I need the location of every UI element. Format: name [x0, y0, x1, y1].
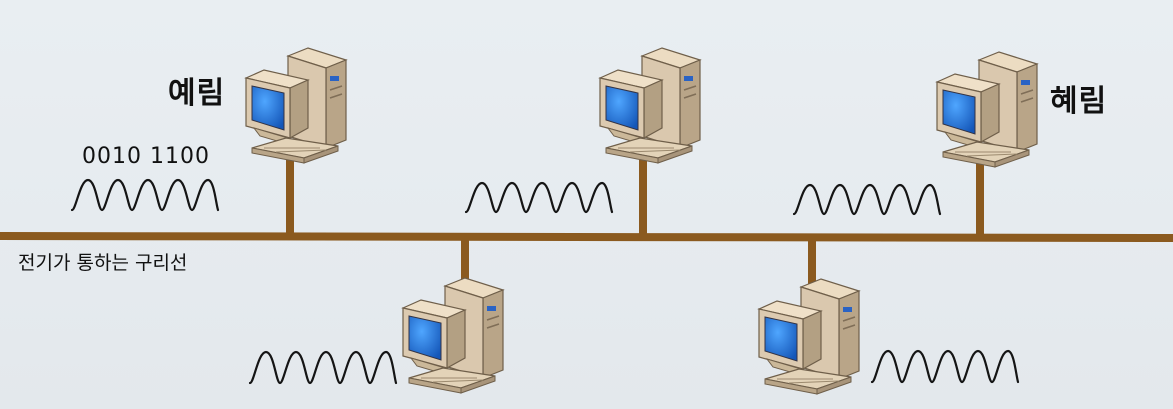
wire-caption: 전기가 통하는 구리선 — [18, 252, 188, 274]
desktop-computer-icon — [758, 278, 860, 395]
signal-wave-icon — [248, 350, 398, 385]
signal-wave-icon — [870, 349, 1020, 384]
sender-name: 예림 — [168, 76, 226, 111]
desktop-computer-icon — [599, 47, 701, 164]
binary-data: 0010 1100 — [82, 144, 210, 169]
signal-wave-icon — [464, 181, 614, 214]
receiver-name: 혜림 — [1050, 84, 1108, 119]
signal-wave-icon — [792, 183, 942, 216]
desktop-computer-icon — [245, 47, 347, 164]
desktop-computer-icon — [936, 51, 1038, 168]
copper-wire — [0, 160, 1173, 285]
desktop-computer-icon — [402, 277, 504, 394]
signal-wave-icon — [70, 178, 220, 212]
